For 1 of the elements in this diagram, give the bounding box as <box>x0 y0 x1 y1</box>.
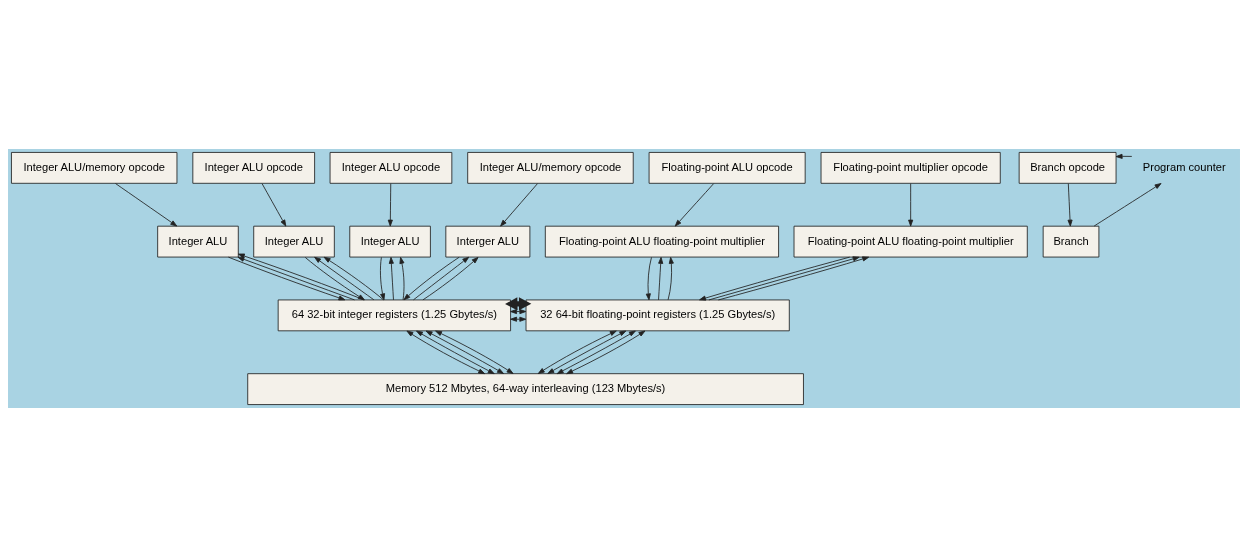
node-text: Program counter <box>1142 160 1226 173</box>
